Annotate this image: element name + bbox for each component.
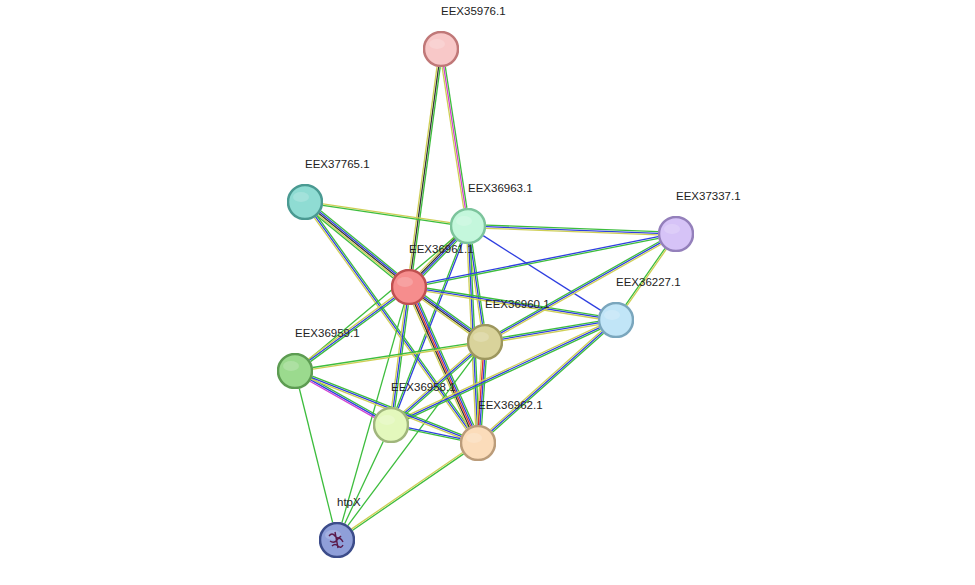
interaction-edge [299, 388, 332, 522]
evidence-line [486, 227, 658, 234]
evidence-line [424, 297, 471, 331]
protein-node: EEX36961.1 [391, 269, 427, 305]
evidence-line [310, 381, 375, 417]
evidence-line [477, 360, 482, 425]
interaction-edge [422, 296, 472, 334]
interaction-edge [323, 204, 451, 224]
protein-node: htpX [319, 522, 355, 558]
interaction-edge [351, 453, 463, 531]
evidence-line [348, 356, 474, 525]
evidence-line [299, 388, 332, 522]
node-circle [373, 407, 409, 443]
interaction-edge [345, 441, 384, 523]
node-label: EEX36962.1 [478, 398, 543, 412]
interaction-edge [502, 321, 598, 340]
evidence-line [425, 296, 472, 330]
evidence-line [351, 453, 462, 530]
protein-node: EEX37765.1 [287, 184, 323, 220]
evidence-line [320, 212, 396, 274]
protein-node: EEX35976.1 [423, 31, 459, 67]
node-label: EEX36960.1 [485, 297, 550, 311]
node-circle [319, 522, 355, 558]
node-circle [287, 184, 323, 220]
node-label: EEX37337.1 [676, 189, 741, 203]
protein-node: EEX37337.1 [658, 216, 694, 252]
evidence-line [442, 67, 464, 208]
interaction-edge [407, 326, 601, 419]
interaction-edge [442, 67, 467, 209]
evidence-line [486, 225, 658, 232]
node-circle [423, 31, 459, 67]
interaction-edge [490, 331, 603, 432]
node-label: htpX [337, 495, 361, 509]
protein-node: EEX36960.1 [467, 324, 503, 360]
evidence-line [408, 329, 600, 419]
evidence-line [407, 328, 599, 418]
protein-node: EEX36958.1 [373, 407, 409, 443]
evidence-line [311, 378, 376, 414]
evidence-line [483, 236, 601, 311]
node-circle [391, 269, 427, 305]
node-circle [658, 216, 694, 252]
node-label: EEX36959.1 [295, 326, 360, 340]
evidence-line [313, 344, 467, 368]
interaction-edge [486, 225, 658, 235]
interaction-edge [317, 211, 397, 278]
interaction-edge [310, 378, 376, 417]
evidence-line [313, 346, 467, 370]
node-circle [277, 353, 313, 389]
protein-node: EEX36962.1 [460, 425, 496, 461]
evidence-line [411, 67, 438, 269]
evidence-line [444, 67, 466, 208]
evidence-line [352, 454, 463, 531]
node-label: EEX36227.1 [616, 275, 681, 289]
evidence-line [318, 215, 394, 277]
evidence-line [493, 333, 604, 432]
interaction-edge [410, 67, 440, 270]
protein-node: EEX36959.1 [277, 353, 313, 389]
interaction-edge [313, 344, 468, 369]
node-label: EEX35976.1 [441, 4, 506, 18]
interaction-edge [477, 360, 486, 425]
evidence-line [410, 67, 437, 269]
evidence-line [323, 204, 450, 223]
evidence-line [491, 332, 602, 431]
evidence-line [408, 429, 460, 440]
evidence-line [345, 441, 384, 523]
evidence-line [427, 291, 598, 318]
protein-node: EEX36227.1 [598, 302, 634, 338]
node-circle [598, 302, 634, 338]
node-label: EEX36963.1 [468, 181, 533, 195]
node-circle [450, 208, 486, 244]
evidence-line [445, 67, 467, 208]
evidence-line [311, 380, 376, 416]
evidence-line [486, 228, 658, 235]
interaction-edge [408, 428, 460, 440]
node-label: EEX37765.1 [305, 157, 370, 171]
evidence-line [319, 213, 395, 275]
node-circle [467, 324, 503, 360]
evidence-line [323, 205, 450, 224]
protein-node: EEX36963.1 [450, 208, 486, 244]
node-label: EEX36961.1 [409, 242, 474, 256]
node-label: EEX36958.1 [391, 380, 456, 394]
evidence-line [490, 331, 601, 430]
node-circle [460, 425, 496, 461]
evidence-line [409, 428, 461, 439]
evidence-line [413, 67, 440, 269]
interaction-edge [483, 236, 601, 311]
interaction-edge [348, 356, 474, 525]
